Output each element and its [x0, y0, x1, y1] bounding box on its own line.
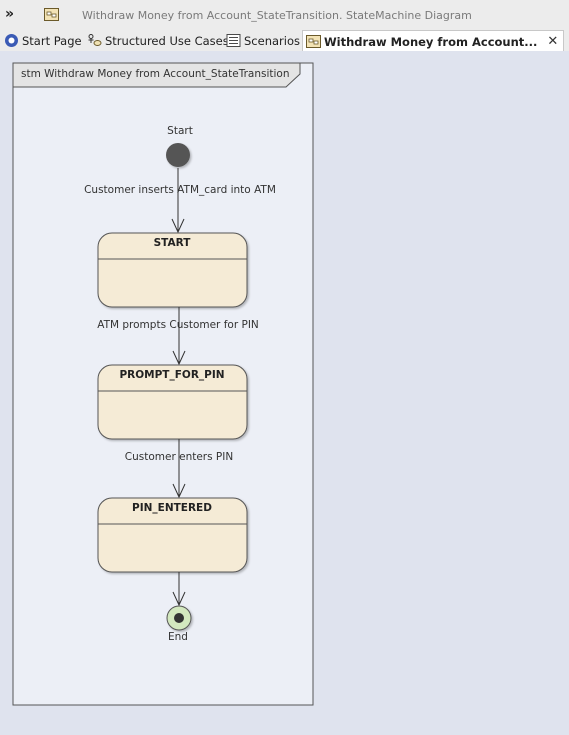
use-case-icon	[88, 34, 102, 46]
statemachine-diagram-icon	[44, 8, 59, 21]
state-pin-entered[interactable]: PIN_ENTERED	[97, 497, 248, 573]
transition[interactable]: Customer inserts ATM_card into ATM	[84, 168, 276, 234]
transition-label: ATM prompts Customer for PIN	[97, 319, 259, 331]
state-prompt-for-pin[interactable]: PROMPT_FOR_PIN	[97, 364, 248, 440]
transition[interactable]: ATM prompts Customer for PIN	[97, 307, 259, 366]
tab-label: Withdraw Money from Account...	[324, 34, 538, 49]
close-icon[interactable]: ✕	[547, 34, 559, 49]
final-node-label: End	[168, 631, 188, 643]
state-start[interactable]: START	[97, 232, 248, 308]
scenarios-icon	[226, 34, 241, 47]
tab-bar: Start Page Structured Use Cases Scenario…	[0, 30, 569, 52]
tab-label: Start Page	[22, 33, 82, 48]
transition[interactable]: Customer enters PIN	[125, 439, 233, 499]
diagram-frame: stm Withdraw Money from Account_StateTra…	[12, 62, 314, 706]
tab-structured-use-cases[interactable]: Structured Use Cases	[87, 30, 229, 51]
transition-label: Customer inserts ATM_card into ATM	[84, 184, 276, 196]
state-name: PIN_ENTERED	[132, 502, 212, 514]
final-node[interactable]: End	[166, 605, 192, 643]
state-name: START	[154, 237, 192, 249]
start-page-icon	[5, 34, 18, 47]
tab-label: Structured Use Cases	[105, 33, 229, 48]
transition-label: Customer enters PIN	[125, 451, 233, 463]
state-name: PROMPT_FOR_PIN	[119, 369, 224, 381]
transition[interactable]	[172, 572, 186, 607]
tab-withdraw-money-diagram[interactable]: Withdraw Money from Account... ✕	[302, 30, 565, 52]
frame-title: stm Withdraw Money from Account_StateTra…	[21, 68, 289, 80]
tab-start-page[interactable]: Start Page	[4, 30, 82, 51]
diagram-icon	[306, 35, 321, 48]
initial-node[interactable]: Start	[166, 125, 193, 167]
tab-label: Scenarios	[244, 33, 300, 48]
tab-scenarios[interactable]: Scenarios	[226, 30, 300, 51]
title-bar: » Withdraw Money from Account_StateTrans…	[0, 0, 569, 30]
expand-chevron-icon[interactable]: »	[5, 6, 15, 22]
diagram-canvas[interactable]: stm Withdraw Money from Account_StateTra…	[0, 51, 569, 735]
initial-node-label: Start	[167, 125, 193, 137]
window-title: Withdraw Money from Account_StateTransit…	[82, 9, 472, 22]
state-machine-diagram: stm Withdraw Money from Account_StateTra…	[12, 62, 314, 706]
